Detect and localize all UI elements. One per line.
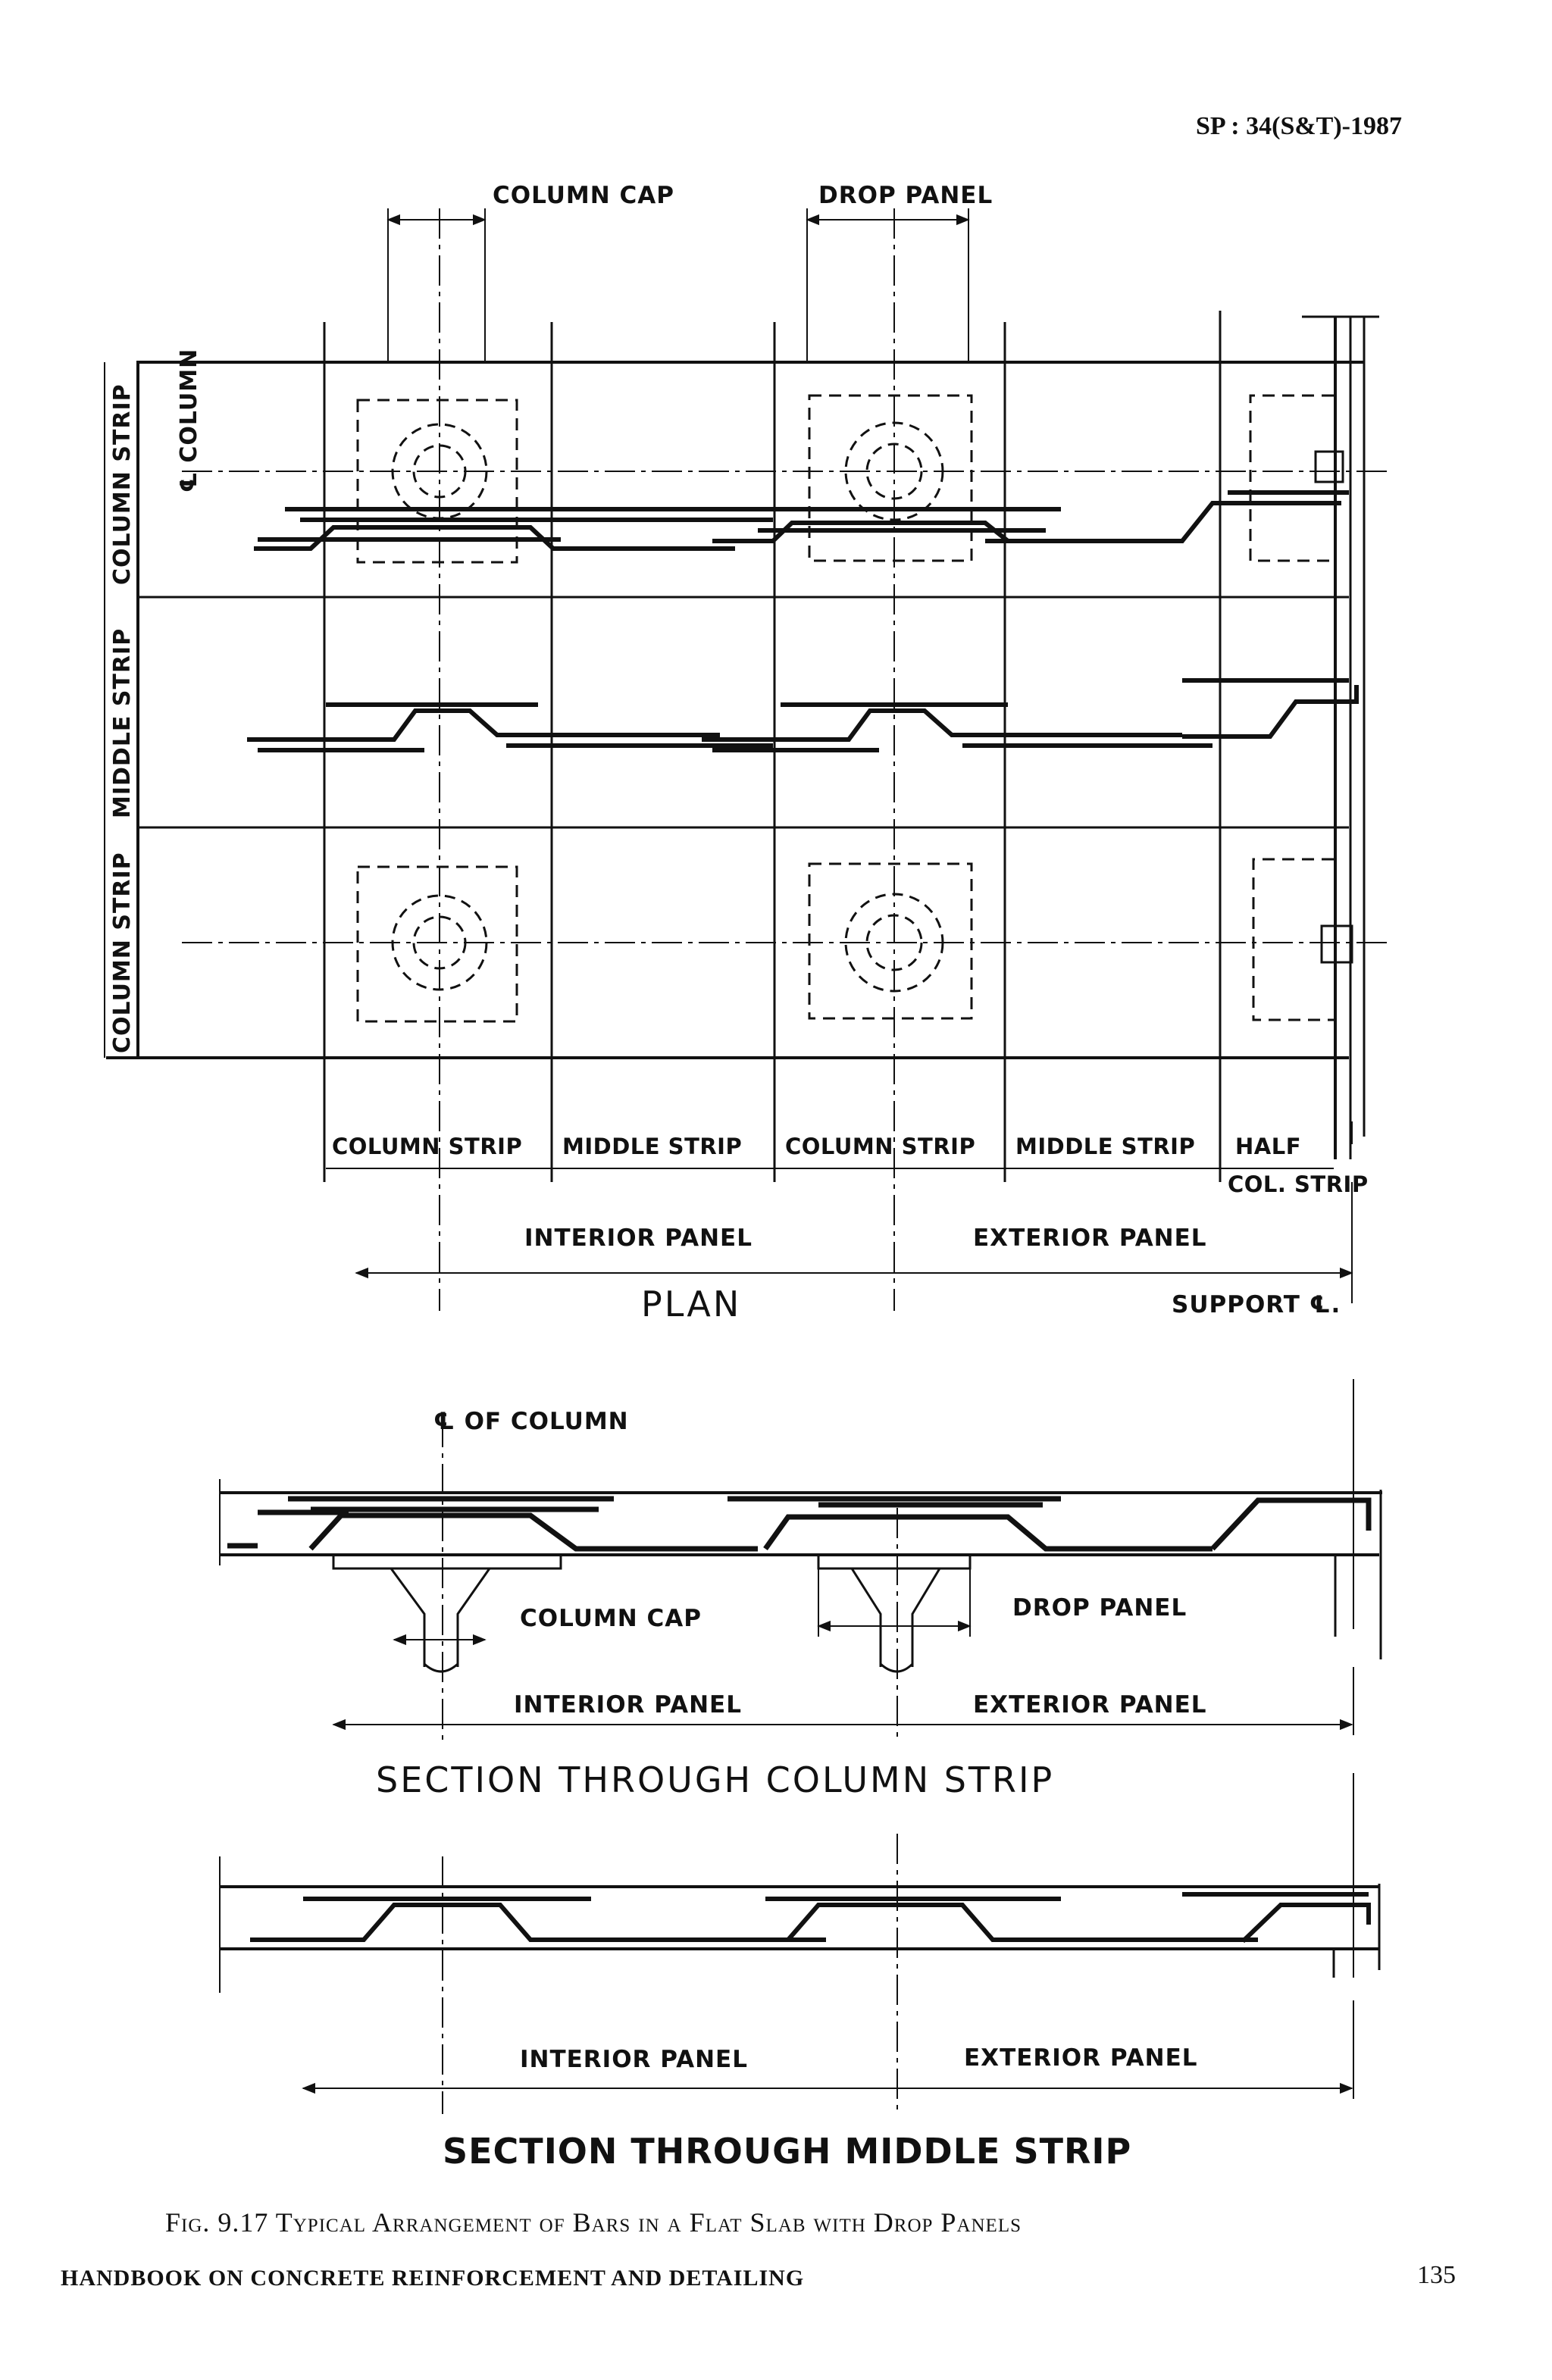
label-col-strip: COL. STRIP bbox=[1228, 1171, 1369, 1197]
label-interior-panel-plan: INTERIOR PANEL bbox=[524, 1224, 753, 1252]
label-column-strip-1: COLUMN STRIP bbox=[332, 1134, 523, 1159]
label-half: HALF bbox=[1235, 1134, 1302, 1159]
label-column-cap-section: COLUMN CAP bbox=[520, 1605, 702, 1632]
section-column-title: SECTION THROUGH COLUMN STRIP bbox=[376, 1759, 1055, 1800]
label-exterior-panel-plan: EXTERIOR PANEL bbox=[973, 1224, 1207, 1252]
label-support: SUPPORT ℄. bbox=[1172, 1291, 1341, 1318]
section-middle-title: SECTION THROUGH MIDDLE STRIP bbox=[443, 2131, 1132, 2172]
edge-column-top bbox=[1314, 450, 1344, 483]
footer-handbook-title: HANDBOOK ON CONCRETE REINFORCEMENT AND D… bbox=[61, 2266, 805, 2291]
plan-dimensions bbox=[326, 1121, 1353, 1303]
label-drop-panel-plan: DROP PANEL bbox=[818, 182, 993, 209]
label-column-centreline: ℄ COLUMN bbox=[176, 348, 202, 493]
label-exterior-panel-col-section: EXTERIOR PANEL bbox=[973, 1691, 1207, 1719]
label-drop-panel-section: DROP PANEL bbox=[1012, 1594, 1187, 1622]
figure-caption: Fig. 9.17 Typical Arrangement of Bars in… bbox=[165, 2207, 1022, 2238]
label-interior-panel-col-section: INTERIOR PANEL bbox=[514, 1691, 742, 1719]
plan-title: PLAN bbox=[641, 1284, 742, 1324]
label-column-strip-2: COLUMN STRIP bbox=[785, 1134, 976, 1159]
edge-column-bottom bbox=[1320, 924, 1353, 964]
section-middle-strip bbox=[219, 1773, 1381, 2114]
label-column-cap-plan: COLUMN CAP bbox=[493, 182, 674, 209]
label-middle-strip-2: MIDDLE STRIP bbox=[1015, 1134, 1196, 1159]
document-code: SP : 34(S&T)-1987 bbox=[1196, 112, 1402, 140]
drop-panels-plan bbox=[356, 394, 1334, 1023]
label-exterior-panel-mid-section: EXTERIOR PANEL bbox=[964, 2044, 1198, 2072]
label-column-centreline-section: ℄ OF COLUMN bbox=[433, 1408, 629, 1435]
page-number: 135 bbox=[1417, 2261, 1456, 2289]
bars-middle-strip-plan bbox=[247, 678, 1359, 752]
label-middle-strip-1: MIDDLE STRIP bbox=[562, 1134, 743, 1159]
label-interior-panel-mid-section: INTERIOR PANEL bbox=[520, 2046, 748, 2073]
label-middle-strip: MIDDLE STRIP bbox=[109, 627, 136, 818]
label-column-strip-top: COLUMN STRIP bbox=[109, 383, 136, 585]
bars-column-strip-plan bbox=[254, 490, 1349, 551]
section-column-strip bbox=[219, 1379, 1382, 1743]
plan-outline bbox=[104, 208, 1387, 1311]
label-column-strip-bottom: COLUMN STRIP bbox=[109, 852, 136, 1053]
